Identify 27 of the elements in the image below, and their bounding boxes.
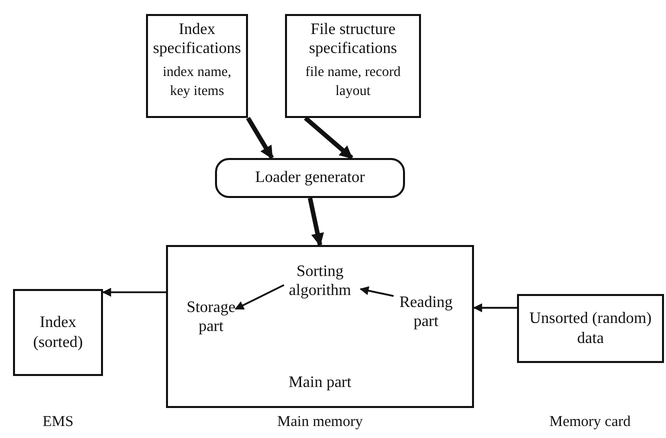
arrow (234, 284, 284, 310)
process-box (215, 158, 405, 198)
process-box (13, 289, 103, 376)
node-title: Loader generator (255, 168, 365, 188)
node-text: index name, key items (162, 64, 232, 102)
node-title: Unsorted (random) data (528, 309, 653, 348)
node-title: Index (sorted) (32, 313, 84, 352)
process-box (285, 14, 421, 118)
area-label: Main memory (277, 414, 363, 431)
area-label: EMS (42, 414, 74, 431)
node-title: Storage part (186, 298, 236, 336)
arrow (246, 116, 274, 160)
node-text: file name, record layout (304, 64, 402, 102)
arrow (304, 116, 354, 160)
process-box (517, 294, 664, 363)
process-box (166, 245, 474, 408)
arrow (308, 198, 324, 246)
arrow (360, 286, 394, 297)
node-title: Reading part (398, 292, 454, 332)
process-box (146, 14, 248, 118)
area-label: Memory card (549, 414, 631, 431)
node-title: Index specifications (152, 20, 242, 58)
node-title: Sorting algorithm (288, 262, 352, 300)
node-title: Main part (288, 372, 352, 392)
node-title: File structure specifications (308, 20, 398, 58)
arrow (102, 288, 166, 297)
arrow (473, 303, 517, 312)
